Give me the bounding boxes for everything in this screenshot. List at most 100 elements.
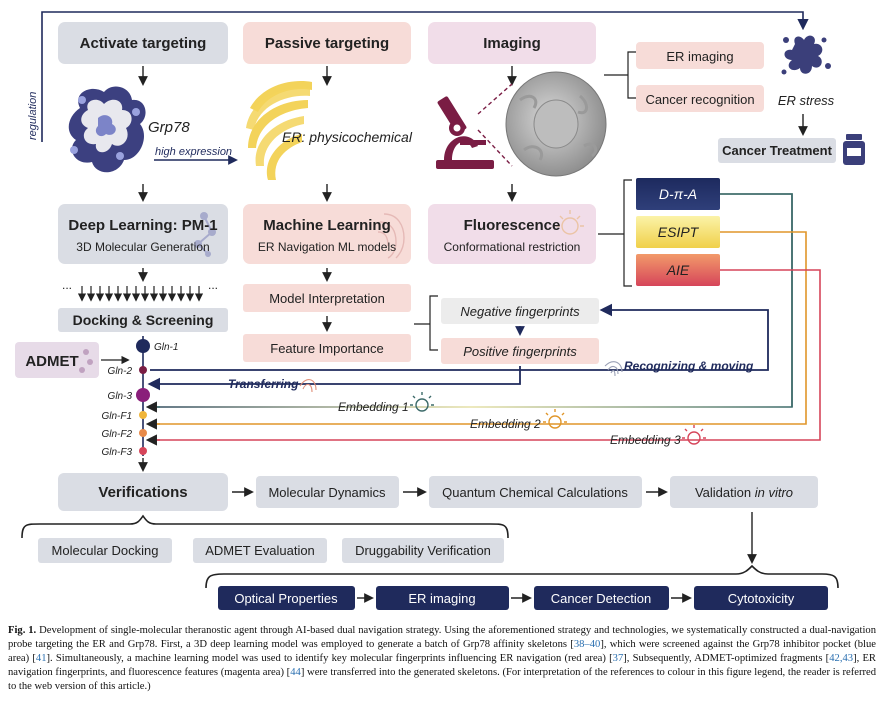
caption-ref-1[interactable]: 38–40 <box>573 639 601 650</box>
svg-text:Deep Learning: PM-1: Deep Learning: PM-1 <box>68 217 217 234</box>
positive-fingerprints-box: Positive fingerprints <box>441 338 599 364</box>
regulation-label: regulation <box>27 92 39 140</box>
node-gln-1 <box>136 339 150 353</box>
dots-right: ... <box>208 278 218 292</box>
validation-brace <box>205 564 839 589</box>
molecular-docking-box: Molecular Docking <box>38 538 172 563</box>
cytotoxicity-box: Cytotoxicity <box>694 586 828 610</box>
svg-text:Cancer Treatment: Cancer Treatment <box>722 143 832 158</box>
embedding-1-label: Embedding 1 <box>338 400 409 414</box>
activate-targeting-box: Activate targeting <box>58 22 228 64</box>
svg-text:Molecular Docking: Molecular Docking <box>52 543 159 558</box>
cancer-treatment-box: Cancer Treatment <box>718 138 836 163</box>
svg-text:Activate targeting: Activate targeting <box>80 35 207 52</box>
deep-learning-box: Deep Learning: PM-1 3D Molecular Generat… <box>58 204 228 264</box>
caption-label: Fig. 1. <box>8 625 37 636</box>
quantum-chemical-box: Quantum Chemical Calculations <box>429 476 642 508</box>
svg-text:Molecular Dynamics: Molecular Dynamics <box>268 485 386 500</box>
node-label-gln-3: Gln-3 <box>108 391 133 402</box>
caption-ref-5[interactable]: 44 <box>290 667 301 678</box>
magnify-lines <box>477 83 513 167</box>
druggability-verification-box: Druggability Verification <box>342 538 504 563</box>
grp78-protein-icon <box>68 86 146 173</box>
node-label-gln-f1: Gln-F1 <box>101 411 132 422</box>
esipt-box: ESIPT <box>636 216 720 248</box>
er-imaging-result-box: ER imaging <box>376 586 509 610</box>
svg-text:Imaging: Imaging <box>483 35 541 52</box>
svg-text:Model Interpretation: Model Interpretation <box>269 291 385 306</box>
svg-text:Validation in vitro: Validation in vitro <box>695 485 793 500</box>
er-stress-label: ER stress <box>778 93 835 108</box>
passive-targeting-box: Passive targeting <box>243 22 411 64</box>
node-gln-f3 <box>139 447 147 455</box>
svg-text:D-π-A: D-π-A <box>659 186 697 202</box>
caption-ref-3[interactable]: 37 <box>612 653 624 664</box>
fluor-bracket <box>598 179 632 287</box>
admet-dots-icon <box>79 349 93 373</box>
fingerprint-icon <box>377 213 405 259</box>
caption-ref-2[interactable]: 41 <box>35 653 47 664</box>
svg-text:Passive targeting: Passive targeting <box>265 35 389 52</box>
svg-text:Cancer recognition: Cancer recognition <box>645 92 754 107</box>
bulb-1-icon <box>410 392 434 412</box>
molecular-dynamics-box: Molecular Dynamics <box>256 476 399 508</box>
svg-text:ER imaging: ER imaging <box>408 591 475 606</box>
validation-in-vitro-box: Validation in vitro <box>670 476 818 508</box>
svg-text:Quantum Chemical Calculations: Quantum Chemical Calculations <box>442 485 628 500</box>
svg-text:Cancer Detection: Cancer Detection <box>551 591 651 606</box>
svg-text:ER Navigation ML models: ER Navigation ML models <box>258 240 396 254</box>
svg-text:Negative fingerprints: Negative fingerprints <box>460 304 580 319</box>
svg-text:Docking & Screening: Docking & Screening <box>73 312 214 328</box>
svg-text:ESIPT: ESIPT <box>658 224 700 240</box>
node-gln-f1 <box>139 411 147 419</box>
er-imaging-box: ER imaging <box>636 42 764 69</box>
node-label-gln-f3: Gln-F3 <box>101 447 132 458</box>
recognizing-label: Recognizing & moving <box>624 359 754 373</box>
negative-fingerprints-box: Negative fingerprints <box>441 298 599 324</box>
bulb-2-icon <box>543 409 567 429</box>
svg-text:Positive fingerprints: Positive fingerprints <box>463 344 577 359</box>
embedding-2-label: Embedding 2 <box>470 417 541 431</box>
node-label-gln-f2: Gln-F2 <box>101 429 132 440</box>
molecule-graph-icon <box>194 212 216 257</box>
svg-text:Machine Learning: Machine Learning <box>263 217 391 234</box>
recognizing-loop <box>150 303 769 371</box>
d-pi-a-box: D-π-A <box>636 178 720 210</box>
cancer-detection-box: Cancer Detection <box>534 586 669 610</box>
er-stress-splat-icon <box>781 35 831 75</box>
caption-text-4: ], Subsequently, ADMET-optimized fragmen… <box>623 653 830 664</box>
node-label-gln-2: Gln-2 <box>108 366 133 377</box>
caption-text-1: Development of single-molecular theranos… <box>8 625 876 650</box>
fluorescence-box: Fluorescence Conformational restriction <box>428 204 596 264</box>
svg-text:Conformational restriction: Conformational restriction <box>444 240 581 254</box>
caption-ref-4[interactable]: 42,43 <box>829 653 854 664</box>
figure-caption: Fig. 1. Development of single-molecular … <box>8 624 876 694</box>
feature-importance-box: Feature Importance <box>243 334 411 362</box>
grp78-label: Grp78 <box>148 119 190 136</box>
embedding-3-line <box>150 269 821 441</box>
generated-molecules-arrows <box>77 286 204 302</box>
caption-text-2: ], which were screened against the Grp78… <box>8 639 876 664</box>
node-gln-3 <box>136 388 150 402</box>
transferring-line <box>147 366 521 391</box>
model-interpretation-box: Model Interpretation <box>243 284 411 312</box>
high-expression-label: high expression <box>155 146 232 158</box>
dots-left: ... <box>62 278 72 292</box>
optical-properties-box: Optical Properties <box>218 586 355 610</box>
docking-screening-box: Docking & Screening <box>58 308 228 332</box>
embedding-2-line <box>150 231 807 425</box>
imaging-bracket <box>604 51 636 99</box>
bulb-icon <box>556 210 584 235</box>
svg-text:Feature Importance: Feature Importance <box>270 341 383 356</box>
fingerprint-small-icon <box>604 361 623 377</box>
fp-bracket <box>414 295 438 351</box>
machine-learning-box: Machine Learning ER Navigation ML models <box>243 204 411 264</box>
embedding-3-label: Embedding 3 <box>610 433 681 447</box>
svg-text:ADMET Evaluation: ADMET Evaluation <box>205 543 315 558</box>
svg-text:ER imaging: ER imaging <box>666 49 733 64</box>
verifications-box: Verifications <box>58 473 228 511</box>
node-gln-2 <box>139 366 147 374</box>
svg-text:Fluorescence: Fluorescence <box>464 217 561 234</box>
imaging-box: Imaging <box>428 22 596 64</box>
